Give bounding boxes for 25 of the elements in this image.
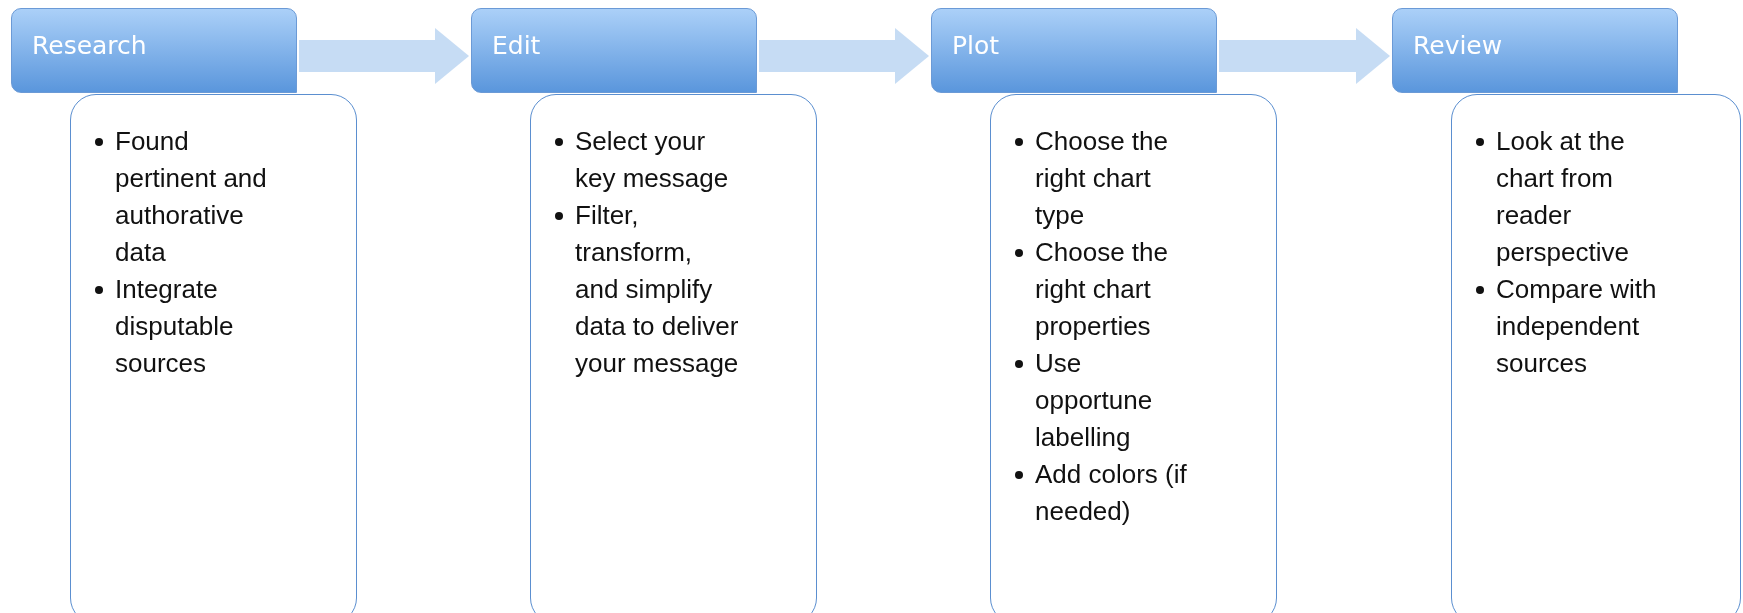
step-title: Edit: [492, 31, 541, 60]
bullet-text: Choose the right chart type: [1035, 126, 1168, 230]
bullet-text: Add colors (if needed): [1035, 459, 1187, 526]
step-header: [931, 8, 1217, 93]
step-card: [70, 94, 357, 613]
bullet-text: Look at the chart from reader perspective: [1496, 126, 1629, 267]
step-title: Review: [1413, 31, 1503, 60]
step-title: Plot: [952, 31, 1000, 60]
step-header: [1392, 8, 1678, 93]
bullet-text: Filter, transform, and simplify data to deliver your message: [575, 200, 739, 378]
block-arrow: [299, 28, 469, 84]
step-header: [471, 8, 757, 93]
block-arrow: [759, 28, 929, 84]
bullet-text: Use opportune labelling: [1035, 348, 1153, 452]
bullet-text: Select your key message: [575, 126, 729, 193]
step-card: [990, 94, 1277, 613]
step-card: [530, 94, 817, 613]
bullet-text: Found pertinent and authorative data: [115, 126, 267, 267]
block-arrow: [1219, 28, 1390, 84]
bullet-text: Compare with independent sources: [1496, 274, 1657, 378]
step-header: [11, 8, 297, 93]
bullet-text: Integrate disputable sources: [115, 274, 234, 378]
step-title: Research: [32, 31, 147, 60]
step-card: [1451, 94, 1741, 613]
bullet-text: Choose the right chart properties: [1035, 237, 1168, 341]
